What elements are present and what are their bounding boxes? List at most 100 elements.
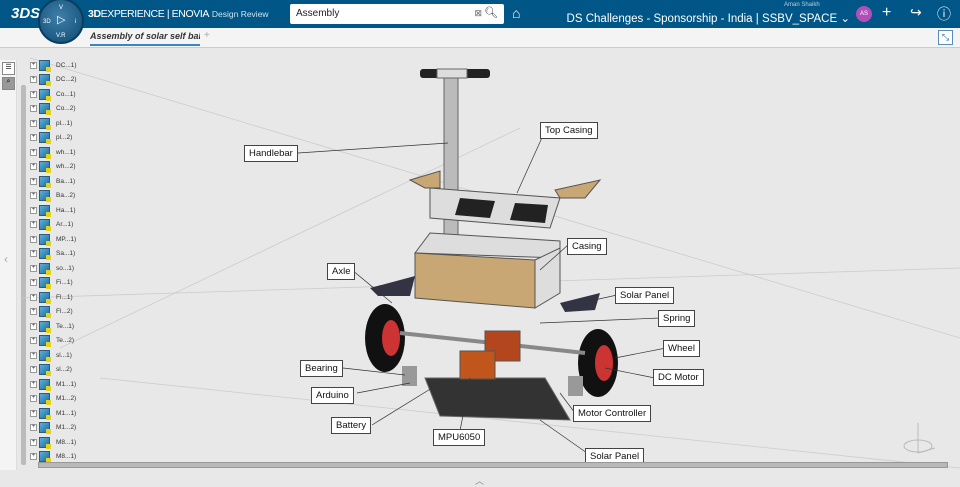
expand-icon[interactable]: + [30, 409, 37, 417]
tree-item-label: Ha...1) [56, 206, 76, 214]
add-tab-button[interactable]: + [204, 30, 210, 41]
compass-top[interactable]: V [59, 5, 64, 11]
part-icon [39, 175, 51, 188]
share-icon[interactable]: ↪ [910, 4, 922, 20]
tree-item[interactable]: +wh...1) [30, 145, 76, 159]
help-icon[interactable]: ⓘ [937, 6, 951, 22]
tree-item[interactable]: +Co...2) [30, 102, 76, 116]
expand-icon[interactable]: + [30, 90, 37, 98]
tree-item[interactable]: +Fi...1) [30, 276, 73, 290]
tree-item[interactable]: +so...1) [30, 261, 74, 275]
play-icon[interactable]: ▷ [57, 14, 66, 26]
collapse-panel-icon[interactable]: ‹ [4, 252, 8, 266]
part-icon [39, 248, 51, 260]
expand-icon[interactable]: + [30, 279, 37, 286]
expand-icon[interactable]: + [30, 293, 37, 301]
tab-assembly[interactable]: Assembly of solar self balancing [90, 31, 200, 46]
label-dc-motor: DC Motor [653, 369, 704, 386]
expand-icon[interactable]: + [30, 163, 37, 170]
tag-icon[interactable]: ⌂ [512, 5, 521, 21]
tree-item-label: DC...2) [56, 76, 77, 83]
tree-item[interactable]: + Fl...1) [30, 290, 73, 304]
top-bar: 3DS V 3D ▷ i V.R 3DEXPERIENCE | ENOVIA D… [0, 0, 960, 44]
expand-icon[interactable]: + [30, 206, 37, 214]
search-tree-icon[interactable]: ⌕ [2, 77, 15, 90]
tree-item[interactable]: +M8...1) [30, 450, 76, 464]
expand-icon[interactable]: + [30, 119, 37, 127]
tree-item[interactable]: +M1...2) [30, 392, 76, 406]
part-icon [39, 349, 51, 362]
clear-icon[interactable]: ⊠ [474, 8, 482, 18]
part-icon [39, 451, 51, 463]
add-icon[interactable]: + [882, 4, 892, 21]
tree-toggle-icon[interactable]: ☰ [2, 62, 15, 75]
battery [459, 350, 496, 380]
tree-item[interactable]: +MP...1) [30, 232, 76, 246]
tree-item[interactable]: +pl...1) [30, 116, 72, 130]
label-motor-controller: Motor Controller [573, 405, 652, 422]
expand-icon[interactable]: + [30, 351, 37, 359]
tree-item-label: M1...1) [56, 380, 77, 388]
tree-item[interactable]: +pl...2) [30, 131, 72, 145]
expand-icon[interactable]: + [30, 105, 37, 112]
tree-item[interactable]: +sl...2) [30, 363, 72, 377]
tree-item[interactable]: +Ba...1) [30, 174, 75, 188]
expand-icon[interactable]: + [30, 366, 37, 373]
expand-bottom-icon[interactable]: ︿ [475, 476, 485, 486]
part-icon [39, 204, 51, 217]
tree-item[interactable]: +Sa...1) [30, 247, 75, 261]
tree-item[interactable]: + Ha...1) [30, 203, 76, 217]
3d-viewer[interactable] [0, 48, 960, 473]
expand-icon[interactable]: + [30, 395, 37, 402]
expand-icon[interactable]: + [30, 61, 37, 69]
horizontal-scrollbar[interactable] [38, 462, 948, 468]
compass-info[interactable]: i [75, 19, 77, 25]
tree-item[interactable]: +Te...2) [30, 334, 74, 348]
tree-item[interactable]: + M1...1) [30, 377, 76, 391]
search-icon[interactable]: 🔍︎ [484, 7, 498, 19]
expand-icon[interactable]: + [30, 453, 37, 460]
part-icon [39, 103, 51, 115]
expand-icon[interactable]: + [30, 322, 37, 330]
app-title: 3DEXPERIENCE | ENOVIA Design Review [88, 8, 269, 20]
tree-item[interactable]: +M8...1) [30, 435, 76, 449]
search-input[interactable]: Assembly⊠🔍︎ [290, 4, 504, 24]
collaborative-space-selector[interactable]: DS Challenges - Sponsorship - India | SS… [566, 13, 850, 25]
expand-icon[interactable]: + [30, 438, 37, 446]
tree-item[interactable]: +M1...1) [30, 406, 76, 420]
compass-widget[interactable]: V 3D ▷ i V.R [38, 0, 84, 44]
expand-icon[interactable]: + [30, 221, 37, 228]
bearing-right [568, 376, 583, 396]
tree-item[interactable]: +Fl...2) [30, 305, 73, 319]
expand-icon[interactable]: + [30, 250, 37, 257]
label-solar-panel: Solar Panel [615, 287, 675, 304]
tree-item[interactable]: +M1...2) [30, 421, 76, 435]
avatar[interactable]: AS [856, 6, 872, 22]
expand-icon[interactable]: + [30, 337, 37, 344]
compass-vr[interactable]: V.R [56, 33, 66, 39]
collapse-icon[interactable]: ⤡ [938, 30, 953, 45]
expand-icon[interactable]: + [30, 235, 37, 243]
expand-icon[interactable]: + [30, 134, 37, 141]
tree-item[interactable]: +Ba...2) [30, 189, 75, 203]
tree-item-label: wh...2) [56, 163, 76, 170]
tree-item[interactable]: +Co...1) [30, 87, 76, 101]
compass-3d[interactable]: 3D [43, 19, 51, 25]
3ds-logo[interactable]: 3DS [11, 5, 41, 22]
tree-item[interactable]: +DC...1) [30, 58, 77, 72]
tree-item-label: Fl...1) [56, 293, 73, 301]
tree-scrollbar[interactable] [21, 85, 26, 465]
expand-icon[interactable]: + [30, 380, 37, 388]
tree-item[interactable]: +sl...1) [30, 348, 72, 362]
tree-item[interactable]: +Te...1) [30, 319, 74, 333]
tree-item[interactable]: + DC...2) [30, 73, 77, 87]
expand-icon[interactable]: + [30, 308, 37, 315]
expand-icon[interactable]: + [30, 264, 37, 272]
tree-item[interactable]: +Ar...1) [30, 218, 73, 232]
tree-item[interactable]: + wh...2) [30, 160, 76, 174]
expand-icon[interactable]: + [30, 76, 37, 83]
expand-icon[interactable]: + [30, 177, 37, 185]
expand-icon[interactable]: + [30, 148, 37, 156]
expand-icon[interactable]: + [30, 424, 37, 431]
expand-icon[interactable]: + [30, 192, 37, 199]
